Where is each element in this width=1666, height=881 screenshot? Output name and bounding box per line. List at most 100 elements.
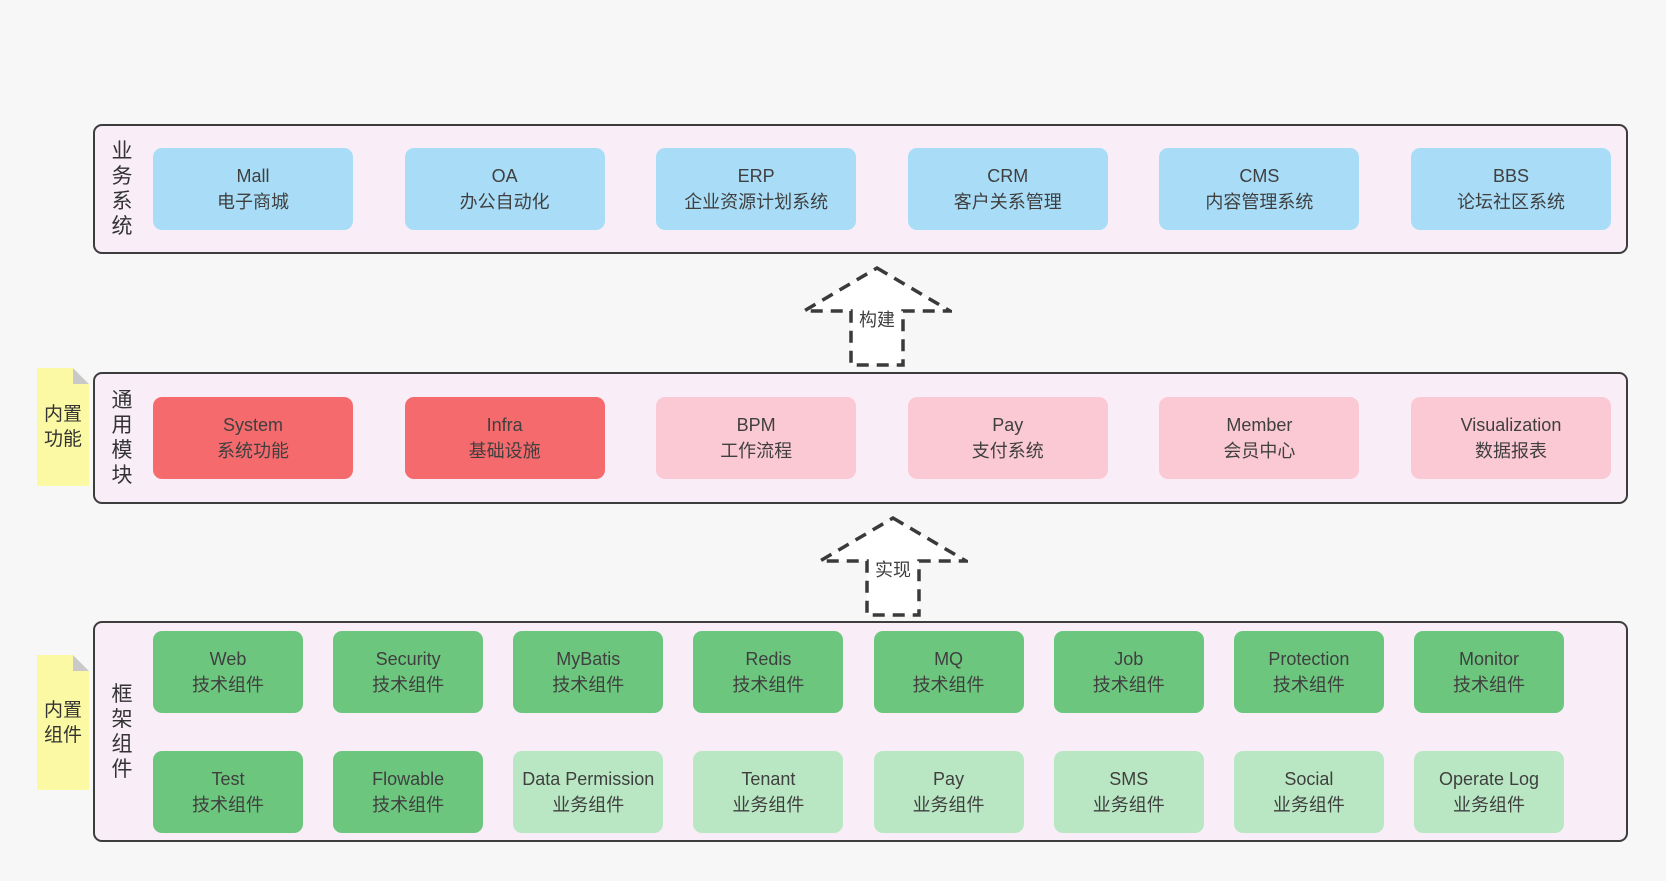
modules-boxes: System 系统功能 Infra 基础设施 BPM 工作流程 Pay 支付系统 Member 会…: [135, 397, 1626, 479]
box-subtitle: 基础设施: [468, 441, 541, 461]
box-subtitle: 技术组件: [912, 674, 985, 695]
box-mq: MQ 技术组件: [873, 630, 1024, 713]
box-subtitle: 客户关系管理: [953, 192, 1062, 212]
box-social: Social 业务组件: [1233, 750, 1384, 833]
box-title: Data Permission: [522, 768, 655, 789]
layer-common-modules: 通用模块 System 系统功能 Infra 基础设施 BPM 工作流程 Pay 支付系统 Me…: [93, 372, 1628, 504]
box-title: Protection: [1268, 648, 1350, 669]
box-subtitle: 业务组件: [1092, 794, 1165, 815]
arrow-build-label: 构建: [856, 306, 898, 332]
box-subtitle: 技术组件: [372, 674, 445, 695]
box-subtitle: 支付系统: [971, 441, 1044, 461]
box-subtitle: 技术组件: [192, 794, 264, 815]
box-title: Security: [375, 648, 441, 669]
note-fold-icon: [73, 655, 89, 671]
box-title: Visualization: [1460, 415, 1562, 435]
modules-boxes-area: System 系统功能 Infra 基础设施 BPM 工作流程 Pay 支付系统 Member 会…: [135, 374, 1626, 502]
box-sms: SMS 业务组件: [1053, 750, 1204, 833]
box-mybatis: MyBatis 技术组件: [513, 630, 664, 713]
box-security: Security 技术组件: [333, 630, 484, 713]
layer-business-systems: 业务系统 Mall 电子商城 OA 办公自动化 ERP 企业资源计划系统 CRM 客户关系管理…: [93, 124, 1628, 254]
box-title: Web: [209, 648, 247, 669]
box-title: MyBatis: [556, 648, 621, 669]
box-title: Infra: [486, 415, 523, 435]
box-title: Member: [1226, 415, 1293, 435]
box-subtitle: 技术组件: [1452, 674, 1525, 695]
box-subtitle: 系统功能: [217, 441, 289, 461]
box-title: Tenant: [741, 768, 796, 789]
box-title: ERP: [737, 166, 775, 186]
arrow-build: 构建: [797, 264, 957, 368]
box-subtitle: 技术组件: [1092, 674, 1165, 695]
box-web: Web 技术组件: [153, 630, 303, 713]
box-subtitle: 业务组件: [552, 794, 625, 815]
box-subtitle: 技术组件: [552, 674, 625, 695]
box-data-permission: Data Permission 业务组件: [513, 750, 664, 833]
box-title: Test: [211, 768, 245, 789]
box-subtitle: 业务组件: [1452, 794, 1525, 815]
box-title: Flowable: [372, 768, 445, 789]
box-title: SMS: [1109, 768, 1149, 789]
box-subtitle: 业务组件: [912, 794, 985, 815]
arrow-implement: 实现: [813, 514, 973, 618]
box-job: Job 技术组件: [1053, 630, 1204, 713]
box-subtitle: 企业资源计划系统: [684, 192, 829, 212]
box-redis: Redis 技术组件: [693, 630, 844, 713]
layer-modules-label: 通用模块: [111, 389, 133, 487]
box-subtitle: 技术组件: [192, 674, 264, 695]
box-title: Pay: [933, 768, 965, 789]
box-title: Mall: [236, 166, 270, 186]
sticky-note-text: 内置功能: [43, 404, 82, 450]
box-title: Pay: [992, 415, 1024, 435]
box-bpm: BPM 工作流程: [656, 397, 857, 479]
box-pay: Pay 业务组件: [873, 750, 1024, 833]
box-subtitle: 电子商城: [217, 192, 289, 212]
layer-framework-label: 框架组件: [111, 682, 133, 781]
arrow-implement-label: 实现: [872, 556, 914, 582]
box-subtitle: 业务组件: [1272, 794, 1345, 815]
sticky-note-builtin-features: 内置功能: [37, 368, 89, 486]
box-erp: ERP 企业资源计划系统: [656, 148, 857, 230]
box-title: BBS: [1492, 166, 1529, 186]
box-title: Monitor: [1458, 648, 1519, 669]
box-subtitle: 会员中心: [1223, 441, 1296, 461]
box-title: Social: [1284, 768, 1334, 789]
box-infra: Infra 基础设施: [404, 397, 605, 479]
box-subtitle: 业务组件: [732, 794, 805, 815]
box-mall: Mall 电子商城: [153, 148, 353, 230]
sticky-note-builtin-components: 内置组件: [37, 655, 89, 790]
box-crm: CRM 客户关系管理: [907, 148, 1108, 230]
layer-business-label: 业务系统: [111, 140, 133, 238]
note-fold-icon: [73, 368, 89, 384]
box-system: System 系统功能: [153, 397, 353, 479]
box-title: System: [222, 415, 283, 435]
box-tenant: Tenant 业务组件: [693, 750, 844, 833]
box-title: CRM: [987, 166, 1029, 186]
box-subtitle: 办公自动化: [459, 192, 550, 212]
box-title: Job: [1114, 648, 1144, 669]
sticky-note-text: 内置组件: [43, 699, 82, 746]
box-title: BPM: [736, 415, 776, 435]
box-subtitle: 技术组件: [1272, 674, 1345, 695]
box-subtitle: 数据报表: [1474, 441, 1547, 461]
box-oa: OA 办公自动化: [404, 148, 605, 230]
box-title: MQ: [934, 648, 964, 669]
box-protection: Protection 技术组件: [1233, 630, 1384, 713]
box-subtitle: 技术组件: [732, 674, 805, 695]
box-subtitle: 工作流程: [720, 441, 793, 461]
box-title: Operate Log: [1438, 768, 1540, 789]
box-subtitle: 内容管理系统: [1205, 192, 1314, 212]
box-title: OA: [491, 166, 518, 186]
box-title: Redis: [745, 648, 792, 669]
box-monitor: Monitor 技术组件: [1413, 630, 1564, 713]
